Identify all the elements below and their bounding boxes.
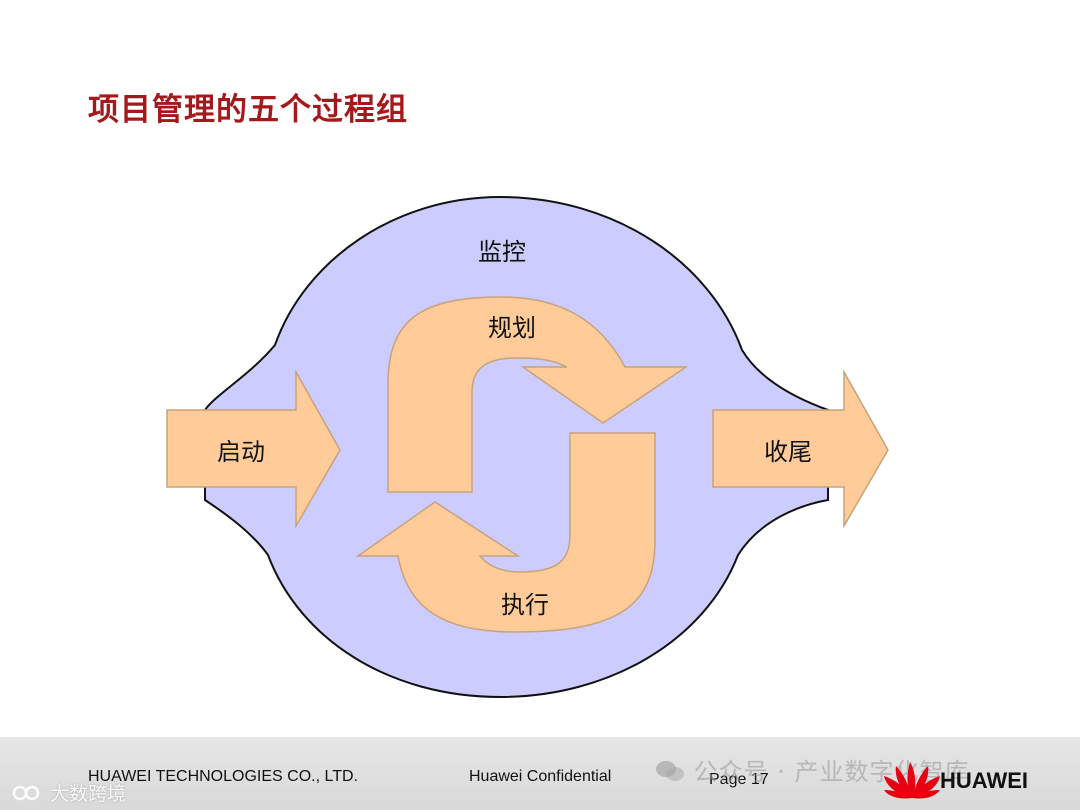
- process-groups-diagram: 监控 规划 启动 执行 收尾: [166, 195, 889, 699]
- wechat-icon: [655, 759, 685, 783]
- plan-label: 规划: [488, 314, 536, 342]
- initiate-label: 启动: [217, 438, 265, 466]
- close-label: 收尾: [764, 438, 812, 466]
- execute-arrow: [355, 432, 656, 633]
- execute-label: 执行: [501, 591, 549, 619]
- watermark-logo-icon: [10, 783, 44, 803]
- huawei-brand-text: HUAWEI: [940, 768, 1028, 793]
- close-arrow: [712, 369, 889, 529]
- footer-company: HUAWEI TECHNOLOGIES CO., LTD.: [88, 768, 358, 785]
- footer-page-number: Page 17: [709, 771, 769, 788]
- watermark-source: 大数跨境: [10, 779, 126, 806]
- monitor-circle: [204, 195, 829, 699]
- initiate-arrow: [166, 369, 341, 529]
- footer-confidential: Huawei Confidential: [469, 768, 612, 785]
- page-title: 项目管理的五个过程组: [88, 92, 408, 128]
- watermark-source-text: 大数跨境: [50, 783, 127, 805]
- huawei-logo-icon: [884, 762, 940, 799]
- monitor-label: 监控: [478, 238, 526, 266]
- plan-arrow: [387, 296, 689, 493]
